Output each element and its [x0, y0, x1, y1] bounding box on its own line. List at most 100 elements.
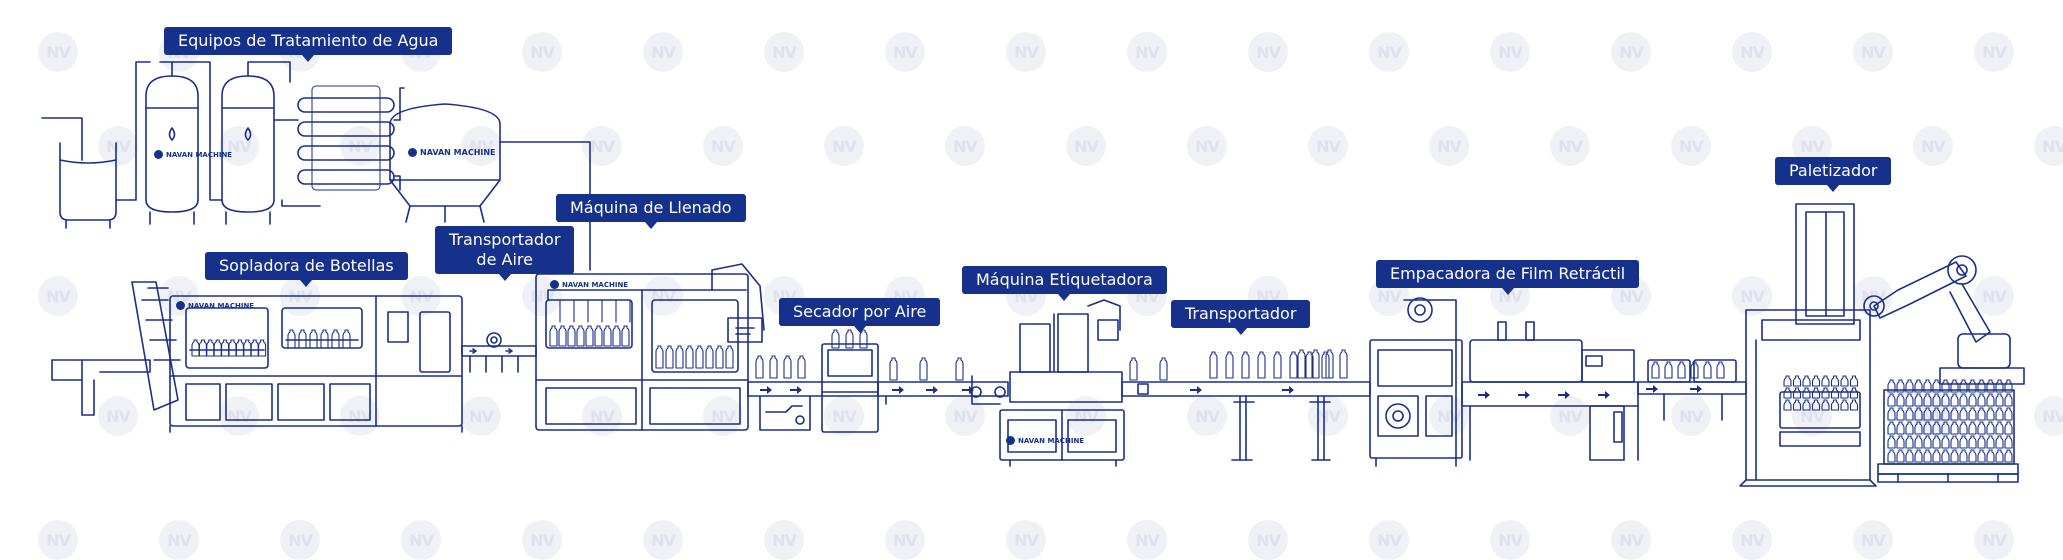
conveyor-segment [877, 375, 1009, 405]
bottle [1159, 357, 1168, 381]
flow-arrow [1646, 385, 1658, 393]
bottle [1783, 387, 1792, 399]
bottle [1914, 449, 1923, 463]
bottle [1914, 421, 1923, 435]
watermark-logo: NV [2034, 396, 2063, 436]
bottle [1923, 407, 1932, 421]
flow-arrow [1190, 386, 1202, 394]
bottle [1830, 375, 1840, 387]
bottle [1968, 393, 1977, 407]
watermark-logo: NV [38, 32, 78, 72]
flow-arrow [1478, 391, 1490, 399]
watermark-logo: NV [1550, 126, 1590, 166]
bottle [1977, 421, 1986, 435]
bottle [1950, 435, 1959, 449]
bottle [655, 345, 664, 369]
air-dryer [747, 343, 879, 433]
label-water-treatment: Equipos de Tratamiento de Agua [164, 27, 453, 62]
flow-arrow [962, 386, 974, 394]
bottle [1896, 421, 1905, 435]
bottle [621, 325, 630, 347]
bottle [2004, 407, 2013, 421]
bottle [576, 325, 585, 347]
bottle [665, 345, 674, 369]
bottle [1802, 375, 1811, 387]
bottle [558, 325, 567, 347]
watermark-logo: NV [1611, 32, 1651, 72]
bottle [845, 329, 854, 349]
bottle [258, 339, 267, 357]
bottle [1923, 435, 1932, 449]
bottle [769, 355, 778, 379]
watermark-logo: NV [1732, 32, 1772, 72]
brand-logo: NAVAN MACHINE [1006, 436, 1084, 445]
bottle [1932, 407, 1941, 421]
conveyor [1121, 381, 1371, 461]
watermark-logo: NV [1913, 126, 1953, 166]
bottle [1986, 421, 1995, 435]
bottle [1887, 435, 1896, 449]
watermark-logo: NV [1974, 276, 2014, 316]
bottle-blow-molder [51, 281, 463, 433]
watermark-logo: NV [582, 126, 622, 166]
flow-arrow [892, 386, 904, 394]
bottle [228, 339, 237, 357]
bottle [1932, 393, 1941, 407]
watermark-logo: NV [1732, 276, 1772, 316]
bottle [1941, 421, 1950, 435]
bottle [1821, 387, 1830, 399]
bottle [298, 329, 307, 349]
watermark-logo: NV [1671, 126, 1711, 166]
bottle [1995, 435, 2004, 449]
bottle [1792, 375, 1802, 387]
watermark-logo: NV [1006, 32, 1046, 72]
bottle [1923, 449, 1932, 463]
bottle [1651, 361, 1660, 379]
bottle [1995, 421, 2004, 435]
shrink-wrapping-machine [1369, 297, 1639, 467]
watermark-logo: NV [219, 126, 259, 166]
bottle [2004, 393, 2013, 407]
bottle [1305, 351, 1314, 379]
watermark-logo: NV [945, 396, 985, 436]
bottle [1977, 435, 1986, 449]
bottle [206, 339, 215, 357]
bottle [1914, 407, 1923, 421]
bottle [1887, 379, 1896, 393]
bottle [1914, 379, 1923, 393]
bottle [1986, 379, 1995, 393]
watermark-logo: NV [522, 32, 562, 72]
bottle [1959, 449, 1968, 463]
bottle [783, 355, 792, 379]
flow-arrow [1598, 391, 1610, 399]
brand-logo: NAVAN MACHINE [408, 148, 496, 157]
bottle [309, 329, 318, 349]
bottle [2004, 379, 2013, 393]
bottle [1977, 407, 1986, 421]
watermark-logo: NV [1127, 32, 1167, 72]
label-blow-molder: Sopladora de Botellas [205, 252, 408, 287]
bottle [2004, 435, 2013, 449]
bottle [1849, 387, 1859, 399]
bottle [1905, 449, 1914, 463]
bottle [585, 325, 594, 347]
bottle [1986, 393, 1995, 407]
flow-arrow [760, 386, 772, 394]
bottle [1986, 449, 1995, 463]
bottle [1273, 351, 1282, 379]
bottle [1783, 375, 1792, 387]
bottle [1968, 449, 1977, 463]
bottle [1129, 357, 1138, 381]
watermark-logo: NV [824, 126, 864, 166]
bottle [1977, 449, 1986, 463]
bottle [1995, 393, 2004, 407]
bottle [1950, 379, 1959, 393]
label-air-dryer: Secador por Aire [779, 298, 941, 333]
watermark-logo: NV [1187, 396, 1227, 436]
bottle [1830, 387, 1840, 399]
bottle [567, 325, 576, 347]
bottle [1289, 351, 1298, 379]
bottle [1896, 393, 1905, 407]
watermark-logo: NV [945, 126, 985, 166]
watermark-logo: NV [764, 32, 804, 72]
